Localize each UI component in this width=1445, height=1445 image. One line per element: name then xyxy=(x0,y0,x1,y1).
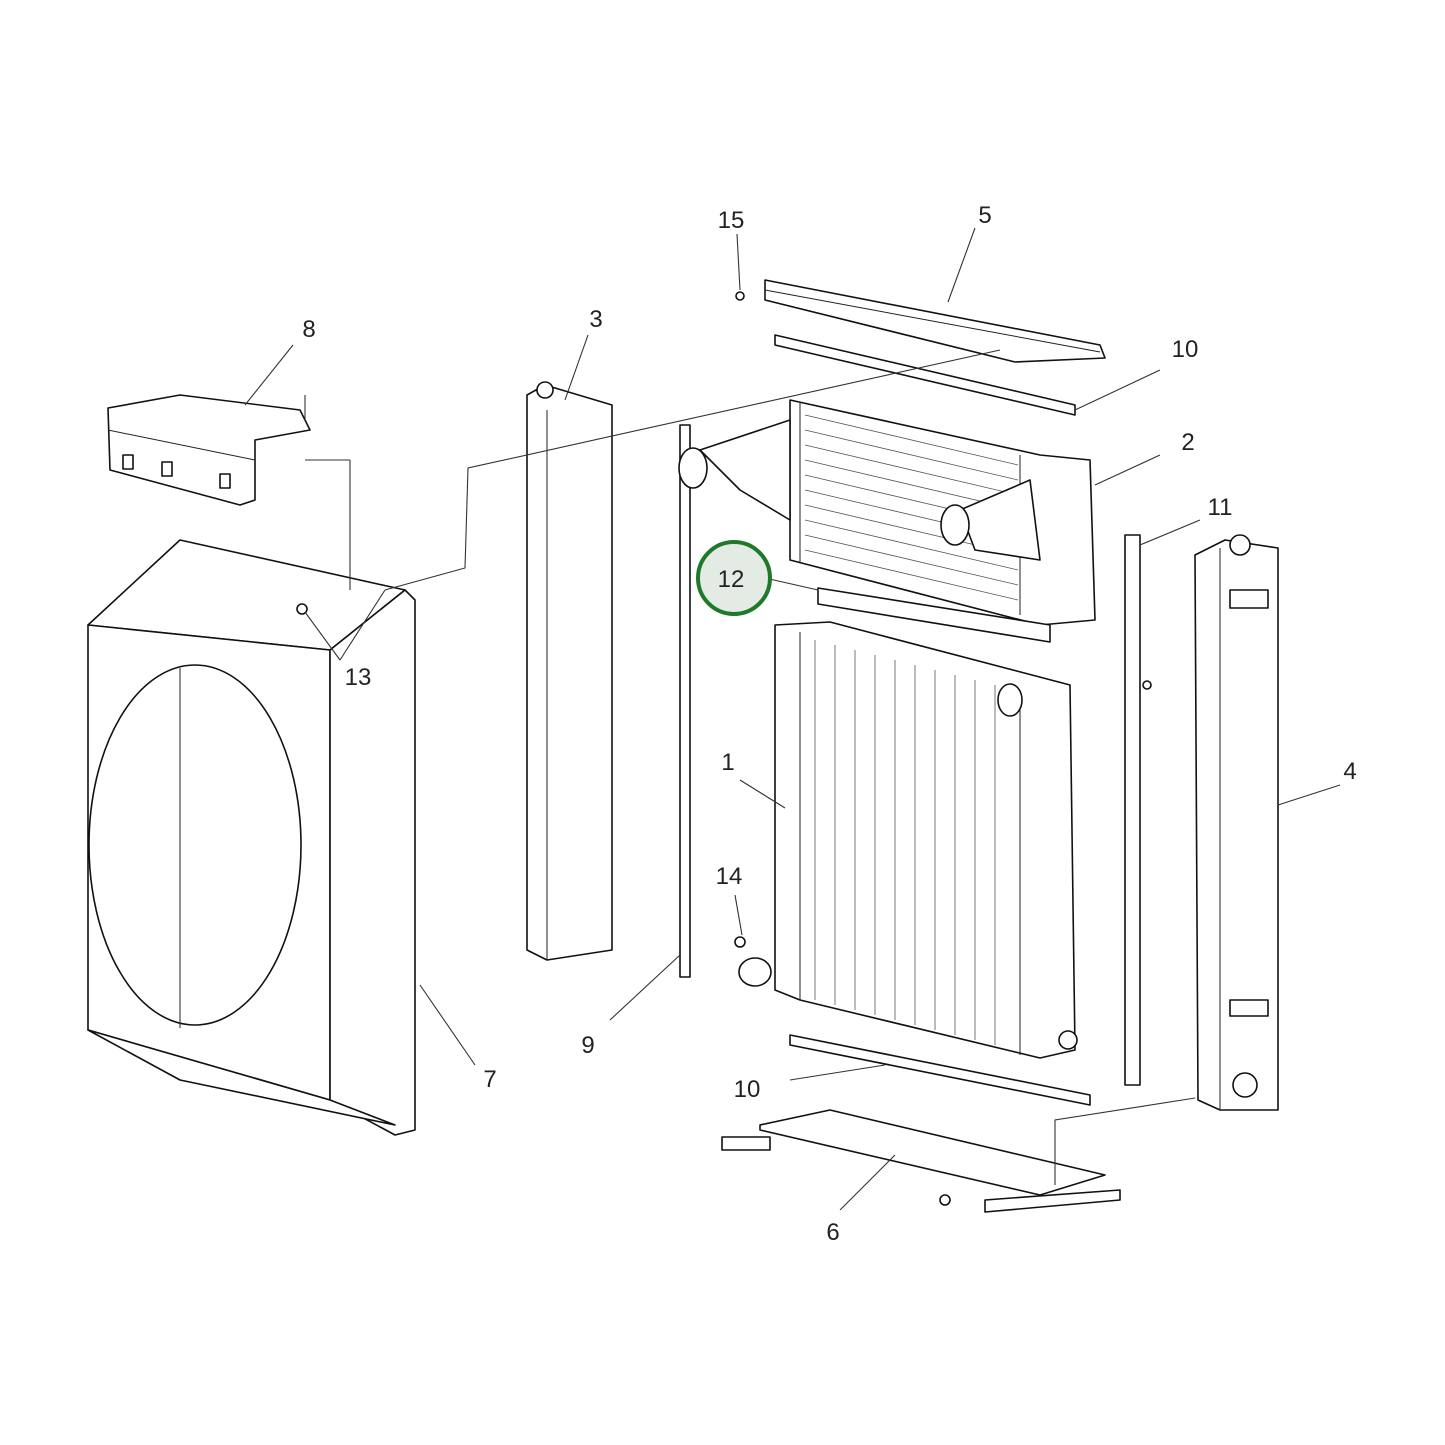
part-5-top-bracket xyxy=(764,279,1106,363)
part-4-side-panel xyxy=(1194,534,1279,1111)
callout-8[interactable]: 8 xyxy=(302,316,315,343)
callout-10-top[interactable]: 10 xyxy=(1172,336,1199,363)
part-6-base xyxy=(721,1109,1121,1213)
callout-14[interactable]: 14 xyxy=(716,863,743,890)
part-1-radiator xyxy=(738,621,1078,1059)
part-12-strip xyxy=(817,587,1051,643)
callout-6[interactable]: 6 xyxy=(826,1219,839,1246)
callout-7[interactable]: 7 xyxy=(483,1066,496,1093)
callout-11[interactable]: 11 xyxy=(1208,494,1233,521)
leader-lines xyxy=(244,227,1341,1211)
part-10-top-strip xyxy=(774,334,1076,416)
callout-10-bottom[interactable]: 10 xyxy=(734,1076,761,1103)
part-7-fan-shroud xyxy=(87,459,416,1136)
callout-1[interactable]: 1 xyxy=(721,749,734,776)
part-8-bracket xyxy=(107,394,311,506)
callout-9[interactable]: 9 xyxy=(581,1032,594,1059)
callout-5[interactable]: 5 xyxy=(978,202,991,229)
highlight-circle[interactable] xyxy=(696,540,772,616)
part-11-seal xyxy=(1124,534,1141,1086)
part-10-bottom-strip xyxy=(789,1034,1091,1106)
callout-15[interactable]: 15 xyxy=(718,207,745,234)
bolt-icons xyxy=(296,291,1152,1206)
callout-12[interactable]: 12 xyxy=(718,566,745,593)
part-9-seal xyxy=(679,424,691,978)
part-2-charge-air-cooler xyxy=(678,399,1096,626)
callout-13[interactable]: 13 xyxy=(345,664,372,691)
part-3-side-panel xyxy=(526,381,613,961)
callout-3[interactable]: 3 xyxy=(589,306,602,333)
callout-4[interactable]: 4 xyxy=(1343,758,1356,785)
callout-2[interactable]: 2 xyxy=(1181,429,1194,456)
